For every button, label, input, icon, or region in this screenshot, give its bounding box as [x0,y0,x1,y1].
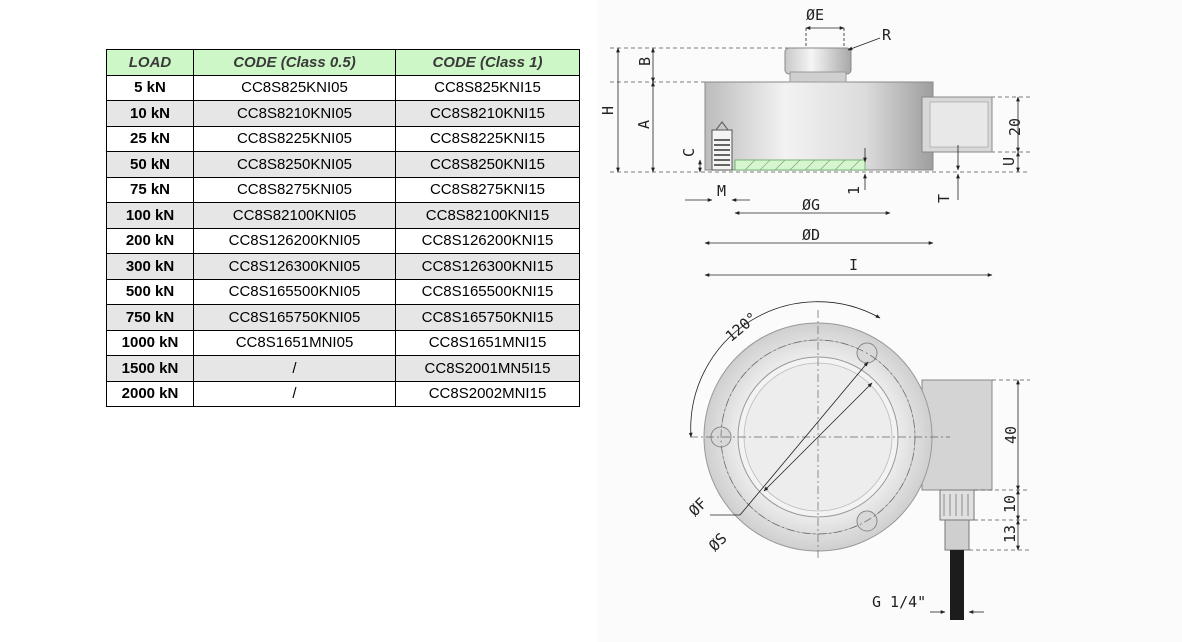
table-row: 1500 kN/CC8S2001MN5I15 [106,355,580,382]
top-view: 120° ØF ØS 40 10 13 G 1/4" [685,301,1030,620]
dim-h-label: H [599,106,617,115]
code-class-05-cell: CC8S82100KNI05 [193,202,396,229]
load-cell: 1500 kN [106,355,194,382]
load-cell: 50 kN [106,151,194,178]
load-cell: 1000 kN [106,329,194,356]
side-view: ØE R B H A C M ØG ØD 1 T I 20 U [599,6,1030,277]
dim-i-label: I [849,256,858,274]
code-class-05-cell: CC8S126200KNI05 [193,227,396,254]
code-class-1-cell: CC8S126300KNI15 [395,253,580,280]
load-code-table: LOAD CODE (Class 0.5) CODE (Class 1) 5 k… [106,49,580,407]
code-class-05-cell: CC8S1651MNI05 [193,329,396,356]
dim-t-label: T [935,194,953,203]
code-class-1-cell: CC8S8275KNI15 [395,176,580,203]
code-class-1-cell: CC8S126200KNI15 [395,227,580,254]
dim-13-label: 13 [1001,525,1019,543]
dim-u-label: U [1000,157,1018,166]
code-class-05-cell: CC8S8250KNI05 [193,151,396,178]
dim-c-label: C [680,148,698,157]
dim-d-label: ØD [802,226,820,244]
code-class-05-cell: / [193,380,396,407]
dim-40-label: 40 [1002,426,1020,444]
load-cell: 75 kN [106,176,194,203]
code-class-05-cell: CC8S8275KNI05 [193,176,396,203]
load-cell: 10 kN [106,100,194,127]
dim-a-label: A [635,120,653,129]
load-cell: 500 kN [106,278,194,305]
thread-label: G 1/4" [872,593,926,611]
table-row: 2000 kN/CC8S2002MNI15 [106,380,580,407]
dim-b-label: B [636,57,654,66]
load-cell: 100 kN [106,202,194,229]
header-code-class-1: CODE (Class 1) [395,49,580,76]
code-class-1-cell: CC8S825KNI15 [395,74,580,101]
dim-g-label: ØG [802,196,820,214]
load-cell: 2000 kN [106,380,194,407]
dim-10-label: 10 [1001,495,1019,513]
load-cell: 300 kN [106,253,194,280]
code-class-05-cell: / [193,355,396,382]
code-class-1-cell: CC8S2001MN5I15 [395,355,580,382]
code-class-05-cell: CC8S8210KNI05 [193,100,396,127]
code-class-1-cell: CC8S2002MNI15 [395,380,580,407]
code-class-05-cell: CC8S165500KNI05 [193,278,396,305]
code-class-05-cell: CC8S8225KNI05 [193,125,396,152]
dim-m-label: M [717,182,726,200]
table-header-row: LOAD CODE (Class 0.5) CODE (Class 1) [106,49,580,76]
dim-e-label: ØE [806,6,824,24]
code-class-1-cell: CC8S1651MNI15 [395,329,580,356]
code-class-1-cell: CC8S8225KNI15 [395,125,580,152]
dim-20-label: 20 [1006,118,1024,136]
technical-drawing: ØE R B H A C M ØG ØD 1 T I 20 U [597,0,1182,642]
dim-r-label: R [882,26,892,44]
load-cell: 750 kN [106,304,194,331]
load-cell: 25 kN [106,125,194,152]
load-cell: 5 kN [106,74,194,101]
code-class-1-cell: CC8S165500KNI15 [395,278,580,305]
code-class-1-cell: CC8S8250KNI15 [395,151,580,178]
code-class-1-cell: CC8S82100KNI15 [395,202,580,229]
code-class-05-cell: CC8S165750KNI05 [193,304,396,331]
code-class-1-cell: CC8S165750KNI15 [395,304,580,331]
code-class-05-cell: CC8S825KNI05 [193,74,396,101]
header-load: LOAD [106,49,194,76]
code-class-1-cell: CC8S8210KNI15 [395,100,580,127]
header-code-class-05: CODE (Class 0.5) [193,49,396,76]
load-cell: 200 kN [106,227,194,254]
dim-1-label: 1 [845,186,863,195]
code-class-05-cell: CC8S126300KNI05 [193,253,396,280]
